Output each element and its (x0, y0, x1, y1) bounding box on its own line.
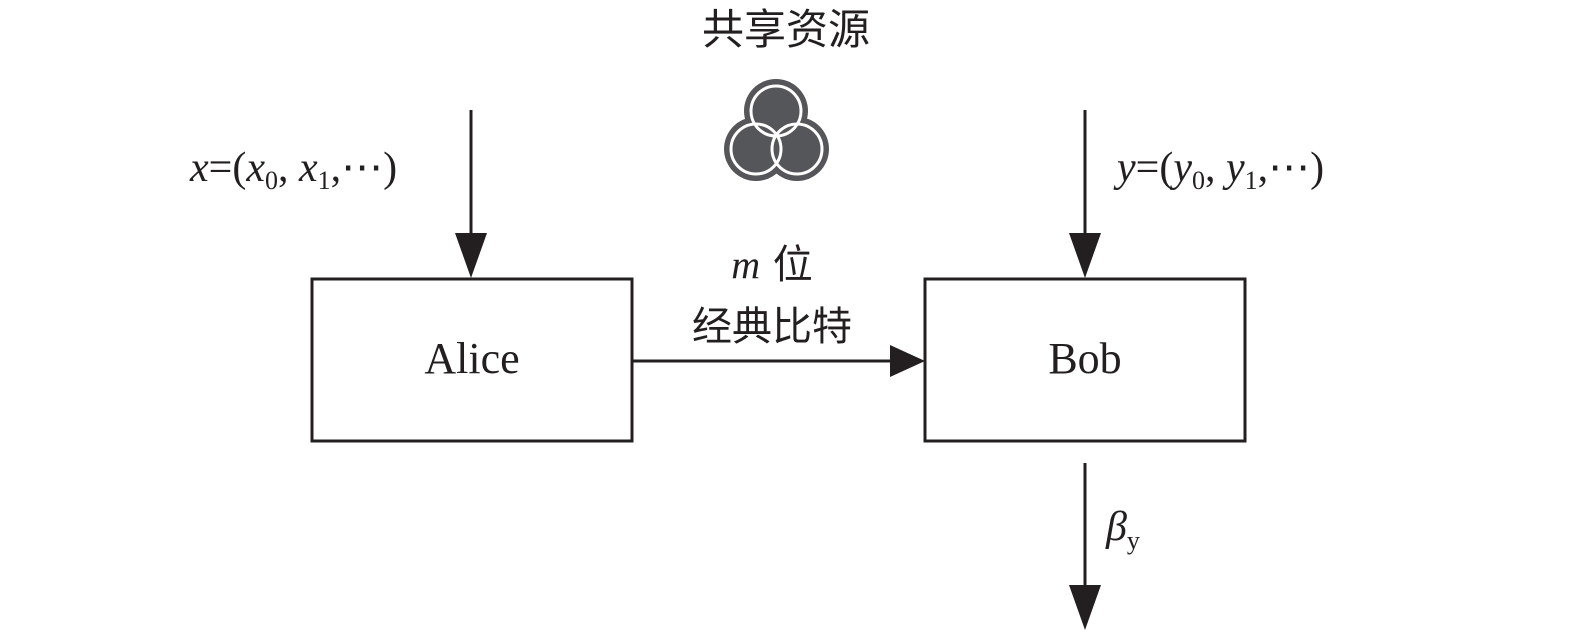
channel-label-line1: m 位 (731, 242, 813, 288)
channel-arrow (632, 345, 925, 377)
bob-input-arrow (1069, 110, 1101, 278)
channel-label-line2: 经典比特 (692, 304, 852, 350)
alice-input-label: x=(x0, x1,⋯) (189, 145, 397, 195)
alice-box: Alice (310, 277, 634, 443)
bob-input-label: y=(y0, y1,⋯) (1113, 145, 1324, 195)
bob-output-label: βy (1105, 504, 1140, 555)
three-overlapping-circles-icon (724, 79, 829, 181)
bob-output-arrow (1069, 463, 1101, 630)
bob-label: Bob (1048, 334, 1121, 383)
alice-label: Alice (424, 334, 519, 383)
alice-input-arrow (455, 110, 487, 278)
bob-box: Bob (923, 277, 1247, 443)
shared-resource-label: 共享资源 (702, 5, 870, 54)
